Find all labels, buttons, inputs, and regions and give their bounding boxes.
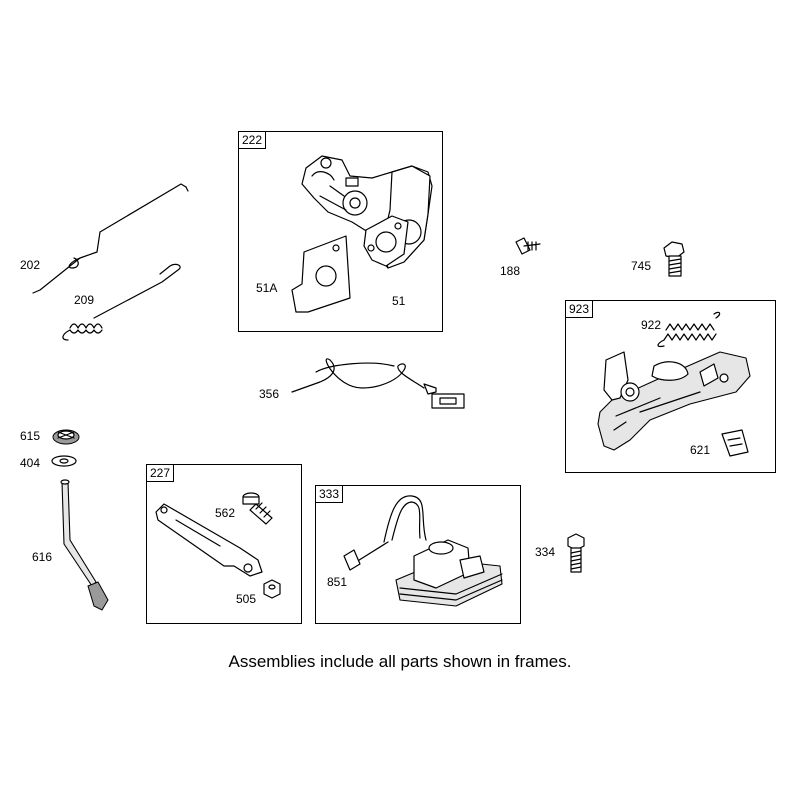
washer-404 [51,455,77,467]
assembly-frame-227: 227 [146,464,302,624]
nut-505 [263,579,281,599]
callout-209: 209 [74,293,95,307]
callout-562: 562 [215,506,236,520]
callout-404: 404 [20,456,41,470]
callout-851: 851 [327,575,348,589]
speed-control-lever-227 [155,503,263,577]
frame-tag-227: 227 [146,464,175,482]
frame-tag-222: 222 [238,131,267,149]
callout-922: 922 [641,318,662,332]
assembly-frame-222: 222 [238,131,443,332]
callout-615: 615 [20,429,41,443]
frame-tag-923: 923 [565,300,594,318]
screw-188 [515,237,541,255]
footer-note: Assemblies include all parts shown in fr… [228,652,572,671]
bolt-745 [663,241,685,277]
callout-356: 356 [259,387,280,401]
callout-334: 334 [535,545,556,559]
ignition-armature-333 [343,495,503,607]
control-bracket-923 [597,351,751,451]
callout-51: 51 [392,294,406,308]
bolt-562 [242,492,273,525]
control-lever-616 [60,479,109,611]
ground-wire-356 [291,358,465,409]
callout-616: 616 [32,550,53,564]
callout-505: 505 [236,592,257,606]
callout-202: 202 [20,258,41,272]
spacer-plate-51a [291,235,351,313]
spring-922 [657,311,721,348]
frame-tag-333: 333 [315,485,344,503]
governor-link-rod-202 [32,183,189,294]
callout-188: 188 [500,264,521,278]
assembly-frame-333: 333 [315,485,521,624]
gasket-51 [363,215,409,267]
bolt-334 [567,533,585,573]
clip-621 [721,429,749,457]
callout-621: 621 [690,443,711,457]
push-nut-615 [52,429,80,445]
callout-51a: 51A [256,281,278,295]
assembly-frame-923: 923 [565,300,776,473]
callout-745: 745 [631,259,652,273]
governor-spring-209 [62,263,181,341]
